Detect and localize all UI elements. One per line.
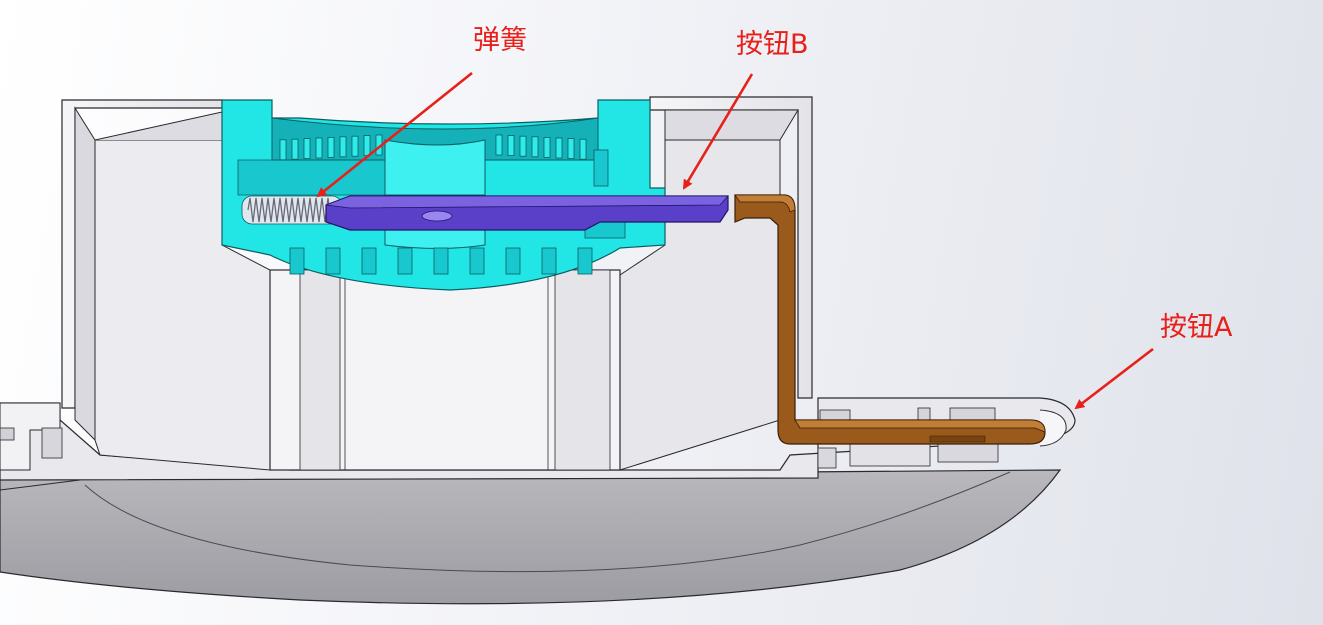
- rotor-rib: [577, 247, 593, 275]
- rotor-rib: [397, 247, 413, 275]
- annotation-arrow-icon: [1074, 347, 1154, 410]
- spring-label: 弹簧: [473, 25, 527, 56]
- rotor-rib: [469, 247, 485, 275]
- gear-tooth: [303, 138, 311, 160]
- gear-tooth: [507, 135, 515, 157]
- rotor-rib: [433, 247, 449, 275]
- coil-spring-icon: [241, 195, 343, 225]
- gear-tooth: [519, 135, 527, 157]
- annotation-arrow-icon: [682, 73, 754, 190]
- button-b-label: 按钮B: [736, 29, 809, 60]
- housing: [0, 96, 1076, 481]
- gear-tooth: [279, 139, 287, 161]
- gear-tooth: [579, 138, 587, 160]
- gear-tooth: [567, 138, 575, 160]
- gear-tooth: [315, 137, 323, 159]
- button-a-label: 按钮A: [1160, 312, 1233, 343]
- cyan-rotor: [221, 99, 666, 291]
- rotor-rib: [289, 247, 305, 275]
- gear-tooth: [555, 137, 563, 159]
- gear-tooth: [291, 138, 299, 160]
- gear-tooth: [543, 136, 551, 158]
- rotor-rib: [361, 247, 377, 275]
- rotor-rib: [325, 247, 341, 275]
- gear-tooth: [351, 135, 359, 157]
- brown-lever: [734, 194, 1046, 445]
- gear-tooth: [339, 136, 347, 158]
- rotor-rib: [541, 247, 557, 275]
- bottom-shell: [0, 469, 1062, 605]
- gear-tooth: [327, 136, 335, 158]
- gear-tooth: [531, 136, 539, 158]
- rotor-rib: [505, 247, 521, 275]
- gear-tooth: [363, 135, 371, 157]
- purple-slider: [325, 195, 729, 231]
- gear-tooth: [495, 134, 503, 156]
- annotation-arrow-icon: [316, 71, 473, 198]
